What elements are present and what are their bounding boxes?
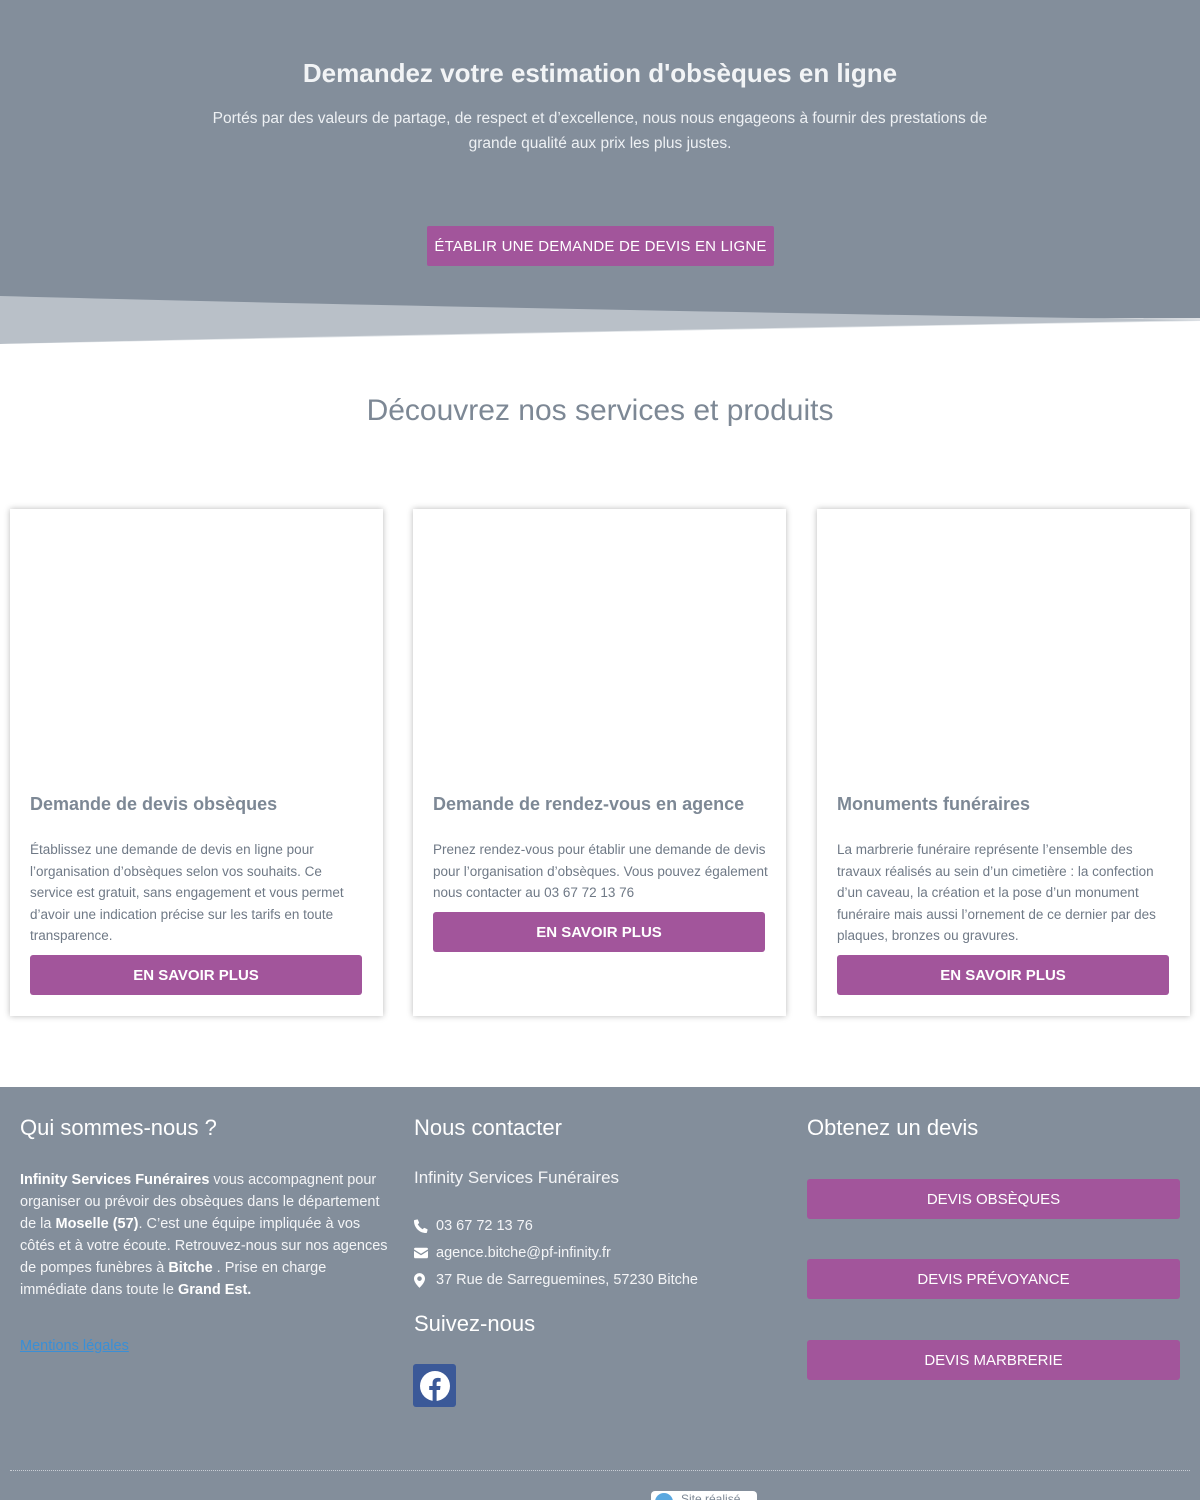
funeral-quote-button[interactable]: DEVIS OBSÈQUES [807,1179,1180,1219]
services-title: Découvrez nos services et produits [366,394,834,427]
quote-heading: Obtenez un devis [807,1115,979,1140]
about-text-part: vous accompagnent pour organiser ou prév… [20,1172,380,1232]
service-card-funeral-quote: Demande de devis obsèques Établissez une… [10,509,383,1016]
service-card-appointment: Demande de rendez-vous en agence Prenez … [413,509,786,1016]
service-card-monuments: Monuments funéraires La marbrerie funéra… [817,509,1190,1016]
legal-notice-link[interactable]: Mentions légales [20,1338,129,1354]
phone-icon [414,1219,436,1233]
hero-text: Portés par des valeurs de partage, de re… [212,110,988,152]
brand-name: Infinity Services Funéraires [20,1172,210,1188]
credit-text: Site réalisé [681,1492,741,1500]
phone-number: 03 67 72 13 76 [436,1218,533,1234]
card-text: La marbrerie funéraire représente l’ense… [837,842,1156,943]
envelope-icon [414,1247,436,1259]
follow-heading: Suivez-nous [414,1311,536,1336]
contact-heading: Nous contacter [414,1115,562,1140]
email-address: agence.bitche@pf-infinity.fr [436,1245,611,1261]
marbrerie-quote-button[interactable]: DEVIS MARBRERIE [807,1340,1180,1380]
about-heading: Qui sommes-nous ? [20,1115,217,1140]
site-footer: Qui sommes-nous ? Infinity Services Funé… [0,1087,1200,1500]
learn-more-button[interactable]: EN SAVOIR PLUS [433,912,765,952]
hero-section: Demandez votre estimation d'obsèques en … [0,0,1200,346]
about-text: Infinity Services Funéraires vous accomp… [20,1169,395,1301]
card-text: Prenez rendez-vous pour établir une dema… [433,842,768,900]
facebook-icon[interactable] [413,1364,456,1407]
map-marker-icon [414,1272,436,1288]
region-name: Moselle (57) [55,1216,139,1232]
learn-more-button[interactable]: EN SAVOIR PLUS [837,955,1169,995]
phone-row[interactable]: 03 67 72 13 76 [414,1218,533,1234]
area-name: Grand Est. [177,1282,252,1298]
credit-logo-icon [655,1493,673,1500]
hero-wave-divider [0,296,1200,346]
learn-more-button[interactable]: EN SAVOIR PLUS [30,955,362,995]
card-text: Établissez une demande de devis en ligne… [30,842,344,943]
prevoyance-quote-button[interactable]: DEVIS PRÉVOYANCE [807,1259,1180,1299]
email-row[interactable]: agence.bitche@pf-infinity.fr [414,1245,611,1261]
about-text-part: . C’est une équipe impliquée à vos côtés… [20,1216,388,1276]
card-title: Demande de rendez-vous en agence [433,794,745,814]
quote-online-button[interactable]: ÉTABLIR UNE DEMANDE DE DEVIS EN LIGNE [427,226,774,266]
address-row[interactable]: 37 Rue de Sarreguemines, 57230 Bitche [414,1272,698,1288]
company-name: Infinity Services Funéraires [414,1168,620,1187]
city-name: Bitche [168,1260,213,1276]
card-title: Monuments funéraires [837,794,1031,814]
hero-title: Demandez votre estimation d'obsèques en … [302,58,898,88]
footer-divider [10,1470,1190,1471]
site-credit-badge[interactable]: Site réalisé [651,1491,757,1500]
card-title: Demande de devis obsèques [30,794,278,814]
about-text-part: . Prise en charge immédiate dans toute l… [20,1260,327,1298]
postal-address: 37 Rue de Sarreguemines, 57230 Bitche [436,1272,698,1288]
